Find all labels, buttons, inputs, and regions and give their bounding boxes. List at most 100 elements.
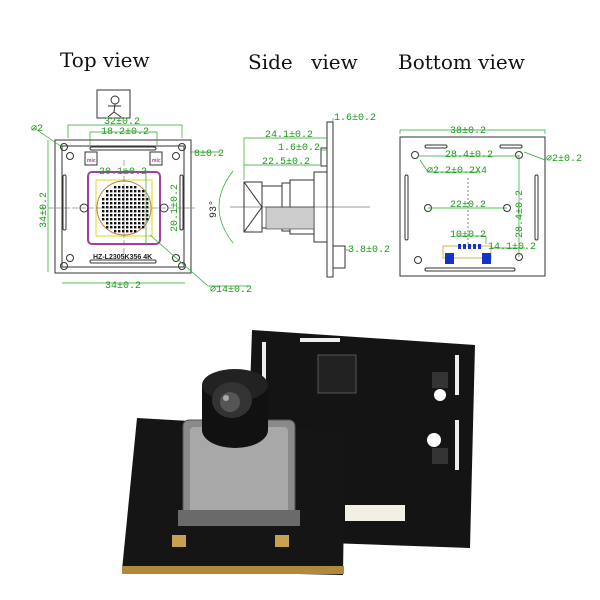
logo-box — [96, 89, 131, 119]
pin-dot — [106, 222, 109, 225]
pin-dot — [130, 230, 133, 233]
pin-dot — [138, 218, 141, 221]
svg-text:34±0.2: 34±0.2 — [39, 192, 50, 228]
pin-dot — [126, 222, 129, 225]
pin-dot — [110, 202, 113, 205]
svg-text:93°: 93° — [208, 200, 220, 218]
pin-dot — [138, 210, 141, 213]
pin-dot — [110, 198, 113, 201]
svg-text:mic: mic — [152, 158, 161, 164]
pin-dot — [134, 210, 137, 213]
pin-dot — [114, 194, 117, 197]
pin-dot — [146, 202, 149, 205]
svg-text:22.5±0.2: 22.5±0.2 — [262, 157, 310, 168]
svg-text:1.6±0.2: 1.6±0.2 — [334, 113, 376, 124]
top-view-title: Top view — [60, 48, 150, 72]
pin-dot — [118, 186, 121, 189]
svg-text:8±0.2: 8±0.2 — [194, 149, 224, 160]
pin-dot — [126, 202, 129, 205]
pin-dot — [126, 218, 129, 221]
pin-dot — [126, 226, 129, 229]
pin-dot — [134, 226, 137, 229]
pin-dot — [114, 190, 117, 193]
pin-dot — [142, 202, 145, 205]
pin-dot — [122, 214, 125, 217]
pin-dot — [134, 222, 137, 225]
pin-dot — [118, 230, 121, 233]
pin-dot — [138, 206, 141, 209]
pin-dot — [134, 206, 137, 209]
svg-text:28.4±0.2: 28.4±0.2 — [445, 150, 493, 161]
mic-right — [149, 151, 163, 166]
pin-dot — [118, 222, 121, 225]
pin-dot — [134, 214, 137, 217]
camera-module-photo — [122, 330, 475, 575]
pin-dot — [114, 198, 117, 201]
pin-dot — [130, 214, 133, 217]
pin-dot — [110, 190, 113, 193]
pin-dot — [114, 206, 117, 209]
pin-dot — [118, 226, 121, 229]
svg-text:3.8±0.2: 3.8±0.2 — [348, 245, 390, 256]
pin-dot — [126, 186, 129, 189]
pin-dot — [122, 230, 125, 233]
pin-dot — [130, 210, 133, 213]
svg-text:20.1±0.2: 20.1±0.2 — [99, 167, 147, 178]
pin-dot — [114, 186, 117, 189]
pin-dot — [130, 194, 133, 197]
pin-dot — [114, 222, 117, 225]
svg-text:28.4±0.2: 28.4±0.2 — [515, 190, 526, 238]
pin-dot — [142, 206, 145, 209]
side-board — [326, 121, 334, 278]
pin-dot — [122, 210, 125, 213]
pin-dot — [118, 198, 121, 201]
bottom-board — [399, 136, 546, 277]
pin-dot — [118, 218, 121, 221]
connector-pad-right — [482, 253, 491, 264]
pin-dot — [106, 202, 109, 205]
pin-dot — [134, 186, 137, 189]
pin-dot — [142, 210, 145, 213]
pin-dot — [146, 210, 149, 213]
pin-dot — [134, 202, 137, 205]
pin-dot — [110, 214, 113, 217]
pin-dot — [130, 222, 133, 225]
pin-dot — [122, 194, 125, 197]
svg-text:38±0.2: 38±0.2 — [450, 126, 486, 137]
pin-dot — [114, 202, 117, 205]
pin-dot — [102, 202, 105, 205]
pin-dot — [126, 190, 129, 193]
pin-dot — [106, 214, 109, 217]
mic-left — [84, 151, 98, 166]
svg-text:24.1±0.2: 24.1±0.2 — [265, 130, 313, 141]
pin-dot — [110, 206, 113, 209]
pin-dot — [130, 202, 133, 205]
pin-dot — [146, 198, 149, 201]
pin-dot — [146, 214, 149, 217]
pin-dot — [102, 198, 105, 201]
pin-dot — [122, 186, 125, 189]
svg-text:34±0.2: 34±0.2 — [105, 281, 141, 292]
bottom-view-title: Bottom view — [398, 50, 525, 74]
pin-dot — [142, 222, 145, 225]
pin-dot — [146, 218, 149, 221]
pin-dot — [102, 206, 105, 209]
svg-text:⌀2: ⌀2 — [31, 124, 43, 135]
pin-dot — [106, 226, 109, 229]
pin-dot — [106, 190, 109, 193]
svg-text:20.1±0.2: 20.1±0.2 — [170, 184, 181, 232]
pin-dot — [118, 206, 121, 209]
pin-dot — [138, 194, 141, 197]
pin-dot — [114, 230, 117, 233]
pin-dot — [118, 190, 121, 193]
pin-dot — [126, 194, 129, 197]
model-label: HZ-L2305K356 4K — [93, 254, 152, 261]
svg-text:32±0.2: 32±0.2 — [104, 117, 140, 128]
pin-dot — [138, 222, 141, 225]
pin-dot — [146, 206, 149, 209]
pin-dot — [102, 218, 105, 221]
pin-dot — [134, 190, 137, 193]
pin-dot — [114, 214, 117, 217]
pin-dot — [126, 198, 129, 201]
